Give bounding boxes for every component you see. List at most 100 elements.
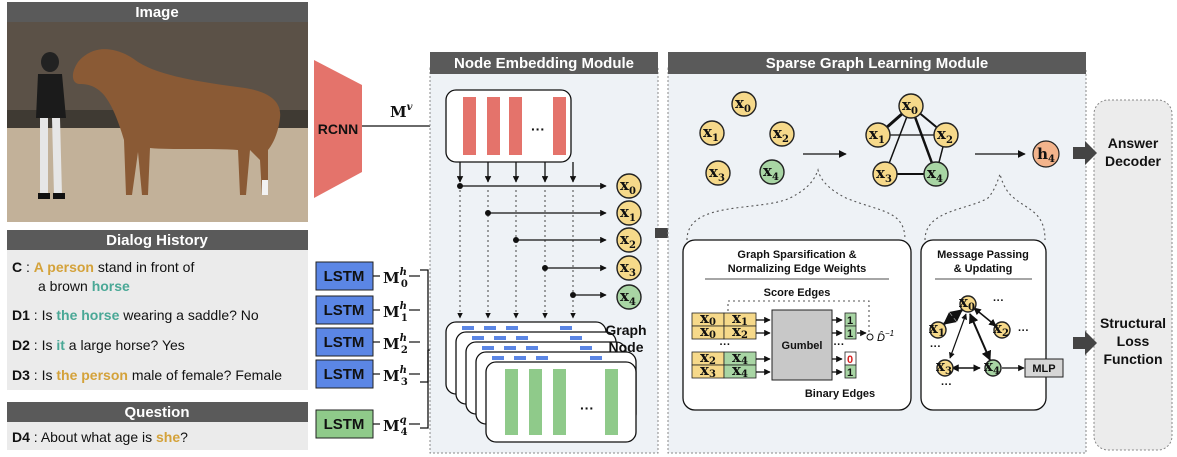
loss-label-1: Structural [1100,315,1166,331]
question-header-bar [7,402,308,422]
message-passing-title-1: Message Passing [937,249,1029,261]
edge-b-label: x4 [732,361,748,380]
dialog-line: D2 : Is it a large horse? Yes [12,337,185,353]
binary-edge-value: 1 [847,367,853,379]
graph-node-x0 [616,173,642,199]
image-header-bar [7,2,308,22]
scatter-node-x1 [699,120,725,146]
lstm-box [315,261,374,291]
answer-label-2: Decoder [1105,153,1162,169]
edge-b-label: x2 [732,322,748,341]
sparse-graph-header [668,52,1086,74]
gumbel-box [771,309,833,381]
graph-node-x3 [616,255,642,281]
loss-label-2: Loss [1117,333,1150,349]
mp-node-label: x4 [984,357,1000,377]
graph-node-x0-label: x0 [620,176,636,197]
question-text: D4 : About what age is she? [12,429,188,445]
lstm-box [315,409,374,439]
graph-node-x4-label: x4 [620,287,636,308]
edge-a-label: x3 [700,361,716,380]
scatter-node-x2-label: x2 [773,124,789,145]
scatter-node-x2 [769,121,795,147]
embedding-connections [456,162,607,319]
graph-x0-label: x0 [902,96,918,117]
graph-node-x3-label: x3 [620,258,636,279]
rcnn-label: RCNN [318,121,358,137]
mp-ellipsis-3: ··· [930,341,941,353]
node-embedding-title: Node Embedding Module [454,55,634,72]
gumbel-arrows [756,316,867,376]
loss-label-3: Function [1103,351,1162,367]
graph-x1 [865,122,891,148]
hidden-node-h4 [1032,140,1060,168]
lstm-box [315,327,374,357]
graph-x4 [923,161,949,187]
binary-edge-value: 0 [847,354,853,366]
lstm-label: LSTM [324,302,365,319]
scatter-node-x0 [731,91,757,117]
edge-a-label: x0 [700,322,716,341]
dialog-history-title: Dialog History [106,232,208,249]
mlp-box [1024,358,1064,378]
visual-feature-box [445,89,572,163]
graph-x0 [898,93,924,119]
lstm-box [315,359,374,389]
rcnn-output-symbol: Mv [390,102,413,121]
graph-node-x1 [616,200,642,226]
binary-edge-cell [844,364,857,379]
loss-arrow [1073,331,1097,355]
node-embedding-header [430,52,658,74]
rcnn-block [314,60,362,198]
binary-edges-label: Binary Edges [805,388,875,400]
question-lstm-connector [420,350,429,429]
mp-node-label: x0 [959,293,975,313]
graph-node-x2-label: x2 [620,230,636,251]
mp-node-x0 [959,295,977,313]
graph-node-label-2: Node [609,339,644,355]
text-feature-stack [445,321,637,443]
graph-node-label-1: Graph [605,322,646,338]
mp-ellipsis-4: ··· [941,379,952,391]
mp-node-x1 [929,321,947,339]
scatter-node-x0-label: x0 [735,94,751,115]
dialog-line-continued: a brown horse [38,278,130,294]
lstm-label: LSTM [324,366,365,383]
answer-label-1: Answer [1108,135,1159,151]
scatter-node-x3 [705,160,731,186]
edge-a-label: x0 [700,309,716,328]
edge-ellipsis: ··· [720,339,731,351]
dialog-history-panel [7,230,308,390]
edge-b-label: x4 [732,348,748,367]
binary-edge-cell [844,325,857,340]
lstm-label: LSTM [324,416,365,433]
dialog-line: D1 : Is the horse wearing a saddle? No [12,307,259,323]
degree-normalizer: D̂−1 [877,329,894,344]
scatter-node-x3-label: x3 [709,163,725,184]
binary-edge-value: 1 [847,328,853,340]
message-passing-edges [943,307,1025,372]
score-edges-line [727,300,870,335]
score-edges-label: Score Edges [764,287,831,299]
message-passing-title-2: & Updating [954,263,1013,275]
mp-node-x4 [984,359,1002,377]
lstm-label: LSTM [324,268,365,285]
mp-node-label: x2 [993,319,1009,339]
mp-node-x2 [993,321,1011,339]
graph-x3 [872,161,898,187]
graph-x2 [933,122,959,148]
visual-feature-dots: ··· [531,121,545,137]
mp-node-label: x3 [936,357,952,377]
gumbel-label: Gumbel [782,340,823,352]
lstm-bracket [420,269,429,383]
dialog-lines: C : A person stand in front ofa brown ho… [12,259,282,383]
lstm-label: LSTM [324,334,365,351]
